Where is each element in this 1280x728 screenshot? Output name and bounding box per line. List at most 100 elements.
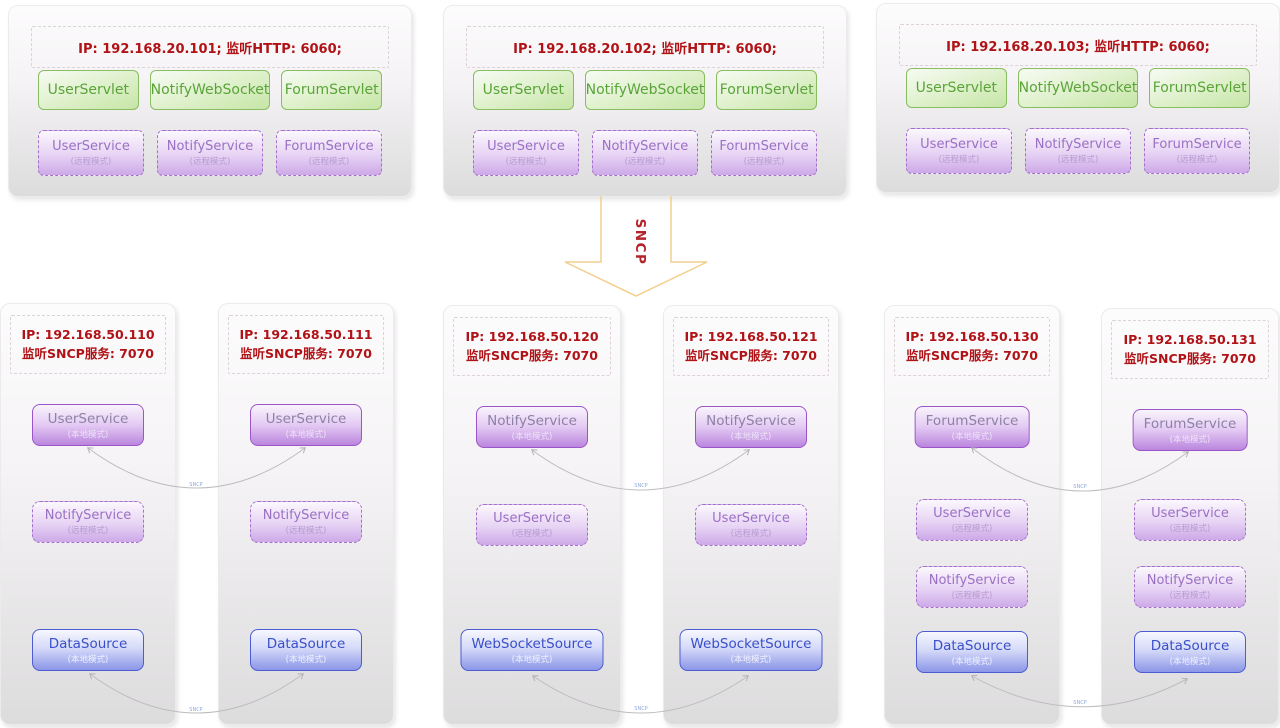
- service-mode: (远程模式): [285, 526, 327, 536]
- source-name: DataSource: [48, 635, 128, 652]
- service-name: ForumService: [284, 139, 374, 154]
- source-name: DataSource: [1150, 637, 1230, 654]
- source-mode: (本地模式): [951, 656, 993, 667]
- ip-info-text: IP: 192.168.20.102; 监听HTTP: 6060;: [513, 41, 777, 57]
- remote-service-box: NotifyService (远程模式): [250, 501, 362, 543]
- service-name: UserService: [712, 511, 790, 526]
- service-name: ForumService: [1143, 415, 1237, 432]
- source-name: WebSocketSource: [690, 635, 812, 652]
- node-user-service-remote: UserService (远程模式): [906, 128, 1012, 174]
- service-name: NotifyService: [487, 412, 577, 429]
- node-notify-websocket: NotifyWebSocket: [584, 70, 706, 110]
- local-service-box: NotifyService (本地模式): [695, 406, 807, 448]
- service-name: UserService: [52, 139, 130, 154]
- local-service-box: UserService (本地模式): [250, 404, 362, 446]
- remote-service-box: UserService (远程模式): [916, 499, 1028, 541]
- ip-line1: IP: 192.168.50.110: [21, 327, 155, 343]
- ip-line2: 监听SNCP服务: 7070: [1124, 350, 1256, 366]
- ip-info-panel: IP: 192.168.50.120 监听SNCP服务: 7070: [453, 317, 611, 376]
- servlet-row: UserServlet NotifyWebSocket ForumServlet: [906, 68, 1250, 108]
- ip-line1: IP: 192.168.50.121: [684, 329, 818, 345]
- connector-label: SNCP: [189, 707, 202, 713]
- remote-service-box: NotifyService (远程模式): [32, 501, 144, 543]
- ip-line2: 监听SNCP服务: 7070: [466, 347, 598, 363]
- service-name: NotifyService: [262, 508, 350, 523]
- remote-service-box: NotifyService (远程模式): [916, 566, 1028, 608]
- source-mode: (本地模式): [285, 654, 327, 665]
- service-name: NotifyService: [1034, 137, 1122, 152]
- local-service-box: UserService (本地模式): [32, 404, 144, 446]
- service-mode: (远程模式): [189, 157, 231, 167]
- http-server-node-1: IP: 192.168.20.101; 监听HTTP: 6060; UserSe…: [8, 5, 412, 197]
- remote-service-box: UserService (远程模式): [1134, 499, 1246, 541]
- connector-label: SNCP: [189, 482, 202, 488]
- service-name: NotifyService: [601, 139, 689, 154]
- service-mode: (远程模式): [308, 157, 350, 167]
- ip-line1: IP: 192.168.50.131: [1123, 332, 1257, 348]
- datasource-box: DataSource (本地模式): [32, 629, 144, 671]
- node-forum-service-remote: ForumService (远程模式): [711, 130, 817, 176]
- service-name: UserService: [47, 410, 129, 427]
- service-mode: (本地模式): [285, 429, 327, 440]
- remote-service-box: UserService (远程模式): [695, 504, 807, 546]
- node-forum-service-remote: ForumService (远程模式): [276, 130, 382, 176]
- ip-line2: 监听SNCP服务: 7070: [22, 345, 154, 361]
- sncp-node-5: IP: 192.168.50.130 监听SNCP服务: 7070 ForumS…: [884, 305, 1060, 725]
- remote-service-box: NotifyService (远程模式): [1134, 566, 1246, 608]
- node-notify-websocket: NotifyWebSocket: [149, 70, 271, 110]
- local-service-box: ForumService (本地模式): [914, 406, 1030, 448]
- service-name: NotifyService: [1146, 573, 1234, 588]
- connector-label: SNCP: [634, 706, 647, 712]
- sncp-node-4: IP: 192.168.50.121 监听SNCP服务: 7070 Notify…: [663, 305, 839, 725]
- source-name: WebSocketSource: [471, 635, 593, 652]
- source-mode: (本地模式): [730, 654, 772, 665]
- remote-service-box: UserService (远程模式): [476, 504, 588, 546]
- servlet-row: UserServlet NotifyWebSocket ForumServlet: [38, 70, 382, 110]
- node-forum-service-remote: ForumService (远程模式): [1144, 128, 1250, 174]
- ip-info-panel: IP: 192.168.50.121 监听SNCP服务: 7070: [673, 317, 829, 376]
- service-name: NotifyService: [928, 573, 1016, 588]
- ip-info-panel: IP: 192.168.50.130 监听SNCP服务: 7070: [894, 317, 1050, 376]
- service-mode: (远程模式): [1169, 524, 1211, 534]
- service-mode: (本地模式): [67, 429, 109, 440]
- datasource-box: DataSource (本地模式): [1134, 631, 1246, 673]
- service-name: NotifyService: [166, 139, 254, 154]
- ip-line2: 监听SNCP服务: 7070: [685, 347, 817, 363]
- ip-info-panel: IP: 192.168.20.102; 监听HTTP: 6060;: [466, 26, 824, 68]
- ip-line1: IP: 192.168.50.111: [239, 327, 373, 343]
- service-mode: (远程模式): [70, 157, 112, 167]
- service-name: UserService: [933, 506, 1011, 521]
- source-mode: (本地模式): [1169, 656, 1211, 667]
- websocketsource-box: WebSocketSource (本地模式): [679, 629, 823, 671]
- ip-info-text: IP: 192.168.20.101; 监听HTTP: 6060;: [78, 41, 342, 57]
- sncp-node-3: IP: 192.168.50.120 监听SNCP服务: 7070 Notify…: [443, 305, 621, 725]
- sncp-arrow-shape: [564, 196, 708, 297]
- ip-line2: 监听SNCP服务: 7070: [240, 345, 372, 361]
- ip-info-panel: IP: 192.168.20.103; 监听HTTP: 6060;: [899, 24, 1257, 66]
- node-user-service-remote: UserService (远程模式): [38, 130, 144, 176]
- ip-line1: IP: 192.168.50.120: [465, 329, 599, 345]
- service-name: ForumService: [925, 412, 1019, 429]
- datasource-box: DataSource (本地模式): [250, 629, 362, 671]
- node-user-servlet: UserServlet: [473, 70, 574, 110]
- service-mode: (远程模式): [743, 157, 785, 167]
- node-user-servlet: UserServlet: [38, 70, 139, 110]
- service-mode: (本地模式): [511, 431, 553, 442]
- service-name: UserService: [265, 410, 347, 427]
- service-mode: (远程模式): [951, 591, 993, 601]
- service-mode: (本地模式): [951, 431, 993, 442]
- connector-label: SNCP: [634, 483, 647, 489]
- servlet-row: UserServlet NotifyWebSocket ForumServlet: [473, 70, 817, 110]
- service-mode: (远程模式): [67, 526, 109, 536]
- remote-service-row: UserService (远程模式) NotifyService (远程模式) …: [906, 128, 1250, 174]
- service-name: UserService: [1151, 506, 1229, 521]
- ip-info-text: IP: 192.168.20.103; 监听HTTP: 6060;: [946, 39, 1210, 55]
- local-service-box: ForumService (本地模式): [1132, 409, 1248, 451]
- service-mode: (远程模式): [1176, 155, 1218, 165]
- node-forum-servlet: ForumServlet: [281, 70, 382, 110]
- service-name: UserService: [487, 139, 565, 154]
- sncp-arrow-label: SNCP: [632, 219, 648, 266]
- ip-info-panel: IP: 192.168.50.111 监听SNCP服务: 7070: [228, 315, 384, 374]
- websocketsource-box: WebSocketSource (本地模式): [460, 629, 604, 671]
